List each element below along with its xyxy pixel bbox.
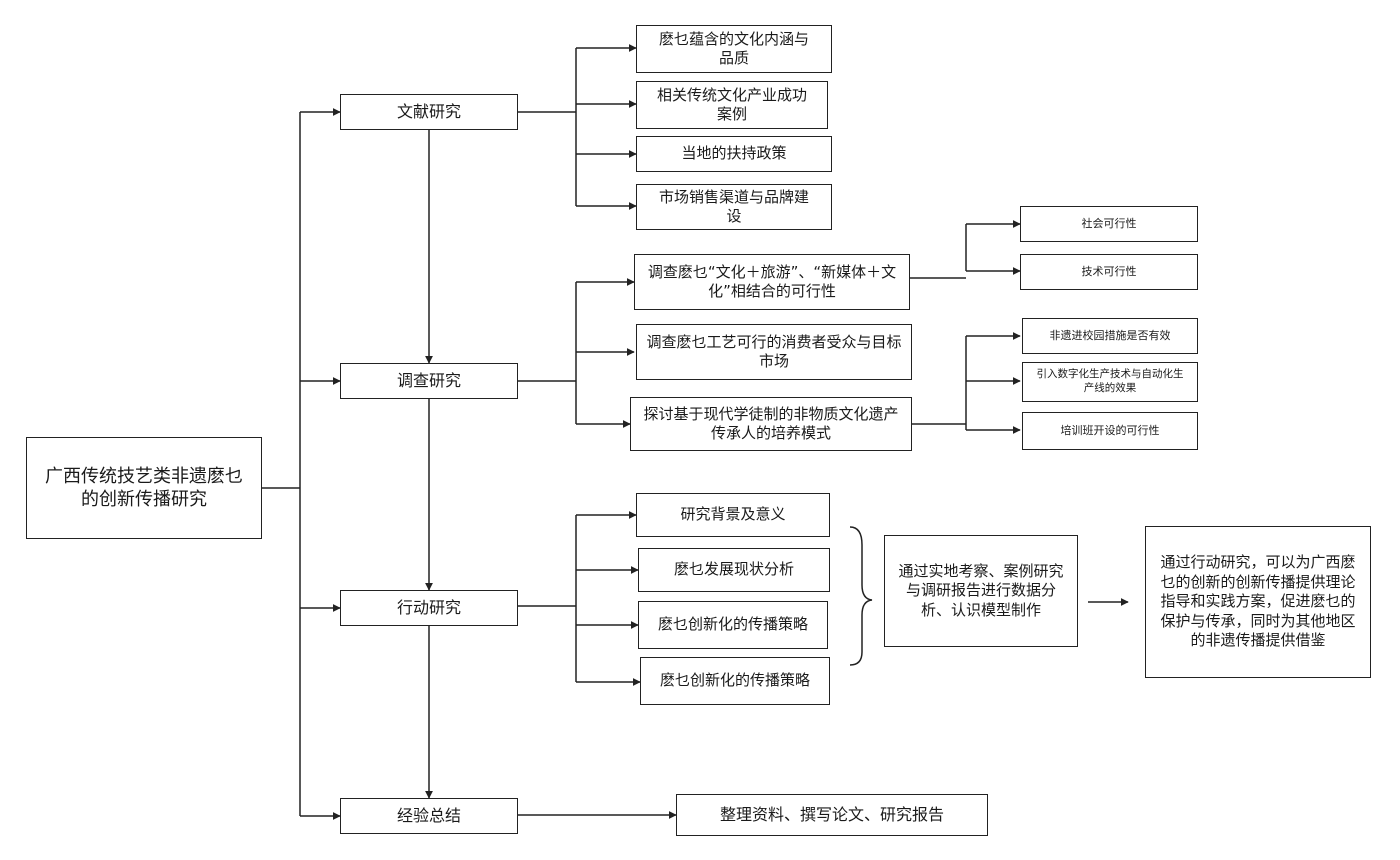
sum-writing-node: 整理资料、撰写论文、研究报告 [676,794,988,836]
act-background-node: 研究背景及意义 [636,493,830,537]
action-research-node: 行动研究 [340,590,518,626]
sur-feasibility-node: 调查麽乜“文化＋旅游”、“新媒体＋文化”相结合的可行性 [634,254,910,310]
technical-feasibility-node: 技术可行性 [1020,254,1198,290]
act-strategy-node-1: 麽乜创新化的传播策略 [638,601,828,649]
act-strategy-node-2: 麽乜创新化的传播策略 [640,657,830,705]
literature-research-node: 文献研究 [340,94,518,130]
training-class-node: 培训班开设的可行性 [1022,412,1198,450]
lit-success-cases-node: 相关传统文化产业成功案例 [636,81,828,129]
digital-production-node: 引入数字化生产技术与自动化生产线的效果 [1022,362,1198,402]
sur-consumer-market-node: 调查麽乜工艺可行的消费者受众与目标市场 [636,324,912,380]
lit-sales-channel-node: 市场销售渠道与品牌建设 [636,184,832,230]
campus-measures-node: 非遗进校园措施是否有效 [1022,318,1198,354]
act-method-node: 通过实地考察、案例研究与调研报告进行数据分析、认识模型制作 [884,535,1078,647]
sur-apprenticeship-node: 探讨基于现代学徒制的非物质文化遗产传承人的培养模式 [630,397,912,451]
curly-brace [849,526,873,666]
survey-research-node: 调查研究 [340,363,518,399]
root-node: 广西传统技艺类非遗麽乜的创新传播研究 [26,437,262,539]
act-result-node: 通过行动研究，可以为广西麽乜的创新的创新传播提供理论指导和实践方案，促进麽乜的保… [1145,526,1371,678]
lit-support-policy-node: 当地的扶持政策 [636,136,832,172]
act-status-analysis-node: 麽乜发展现状分析 [638,548,830,592]
lit-cultural-connotation-node: 麽乜蕴含的文化内涵与品质 [636,25,832,73]
social-feasibility-node: 社会可行性 [1020,206,1198,242]
experience-summary-node: 经验总结 [340,798,518,834]
